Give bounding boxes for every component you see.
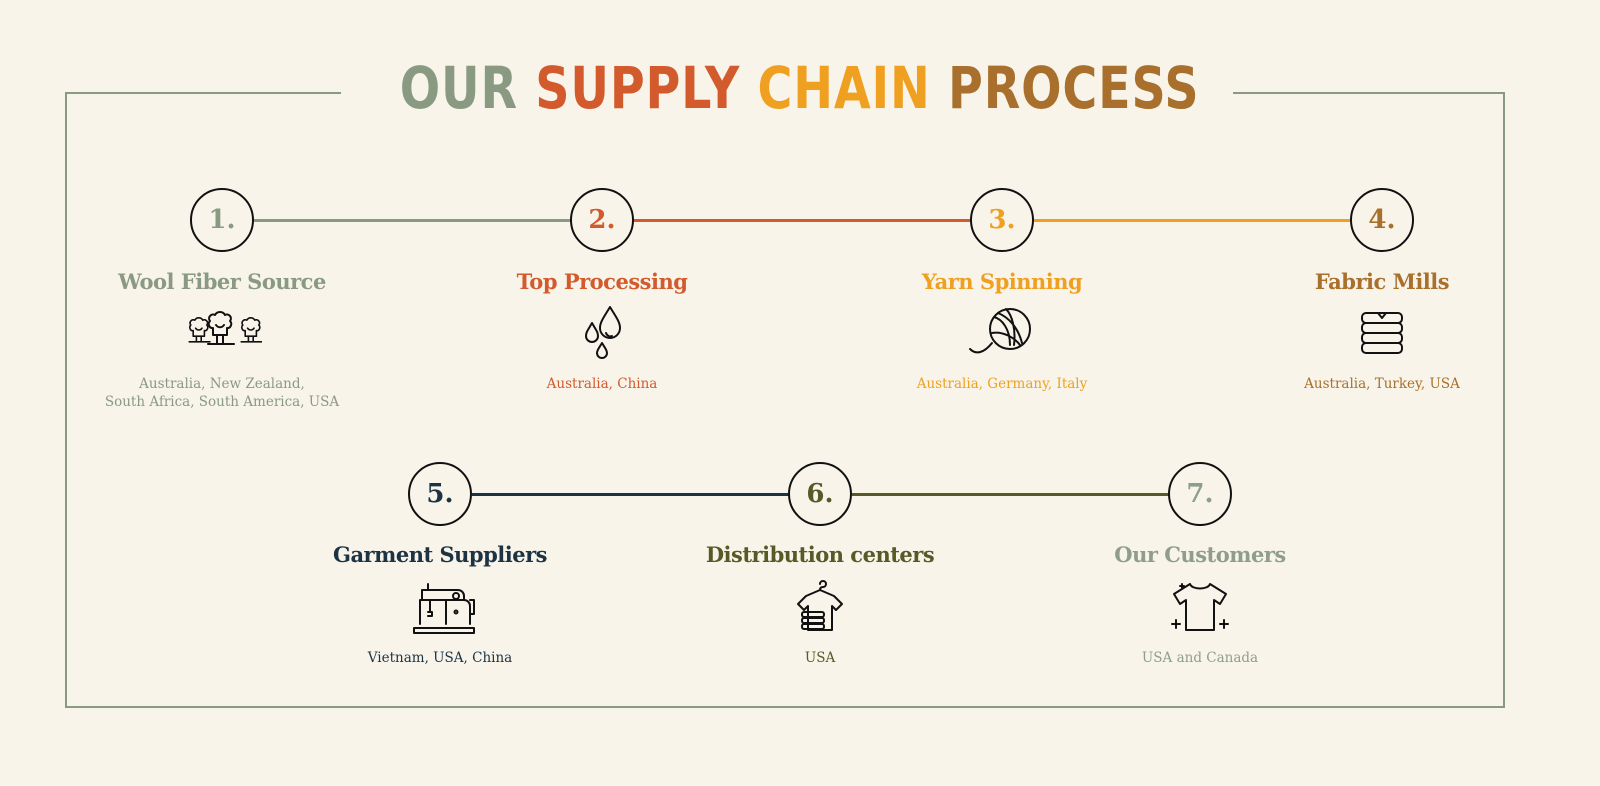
title-word-supply: SUPPLY — [535, 54, 741, 122]
step-number-circle: 2. — [570, 188, 634, 252]
connector-3-4 — [1034, 219, 1352, 222]
location-line: USA — [804, 650, 836, 666]
sheep-icon — [182, 303, 263, 363]
connector-5-6 — [472, 493, 790, 496]
diagram-frame — [65, 92, 1505, 708]
frame-top-left — [65, 92, 341, 94]
hanger-shirt-icon — [780, 576, 860, 636]
location-line: Australia, Germany, Italy — [916, 376, 1088, 392]
water-drops-icon — [562, 303, 642, 363]
step-number-circle: 7. — [1168, 462, 1232, 526]
step-locations: Australia, Germany, Italy — [852, 375, 1152, 393]
location-line: Australia, New Zealand, — [139, 376, 305, 392]
step-title: Top Processing — [516, 269, 688, 294]
step-title: Fabric Mills — [1314, 269, 1450, 294]
frame-top-right — [1233, 92, 1503, 94]
connector-1-2 — [254, 219, 572, 222]
step-locations: USA and Canada — [1050, 649, 1350, 667]
sewing-machine-icon — [400, 576, 480, 636]
title-word-chain: CHAIN — [757, 54, 932, 122]
title-word-our: OUR — [400, 54, 519, 122]
title-word-process: PROCESS — [948, 54, 1200, 122]
step-number-circle: 6. — [788, 462, 852, 526]
step-title: Distribution centers — [705, 542, 935, 567]
step-title: Garment Suppliers — [333, 542, 547, 567]
location-line: Australia, Turkey, USA — [1304, 376, 1460, 392]
location-line: Australia, China — [546, 376, 658, 392]
fabric-stack-icon — [1342, 303, 1422, 363]
step-title: Wool Fiber Source — [118, 269, 326, 294]
step-number-circle: 3. — [970, 188, 1034, 252]
location-line: USA and Canada — [1141, 650, 1259, 666]
sparkle-shirt-icon — [1160, 576, 1240, 636]
location-line: South Africa, South America, USA — [104, 394, 340, 410]
connector-2-3 — [634, 219, 972, 222]
step-title: Yarn Spinning — [921, 269, 1083, 294]
step-locations: Australia, New Zealand, South Africa, Sou… — [72, 375, 372, 411]
step-number-circle: 5. — [408, 462, 472, 526]
step-locations: USA — [670, 649, 970, 667]
step-locations: Australia, Turkey, USA — [1232, 375, 1532, 393]
step-locations: Australia, China — [452, 375, 752, 393]
step-locations: Vietnam, USA, China — [290, 649, 590, 667]
connector-6-7 — [852, 493, 1170, 496]
yarn-ball-icon — [962, 303, 1042, 363]
page-title: OUR SUPPLY CHAIN PROCESS — [0, 54, 1600, 122]
location-line: Vietnam, USA, China — [367, 650, 513, 666]
step-number-circle: 4. — [1350, 188, 1414, 252]
step-number-circle: 1. — [190, 188, 254, 252]
step-title: Our Customers — [1114, 542, 1286, 567]
